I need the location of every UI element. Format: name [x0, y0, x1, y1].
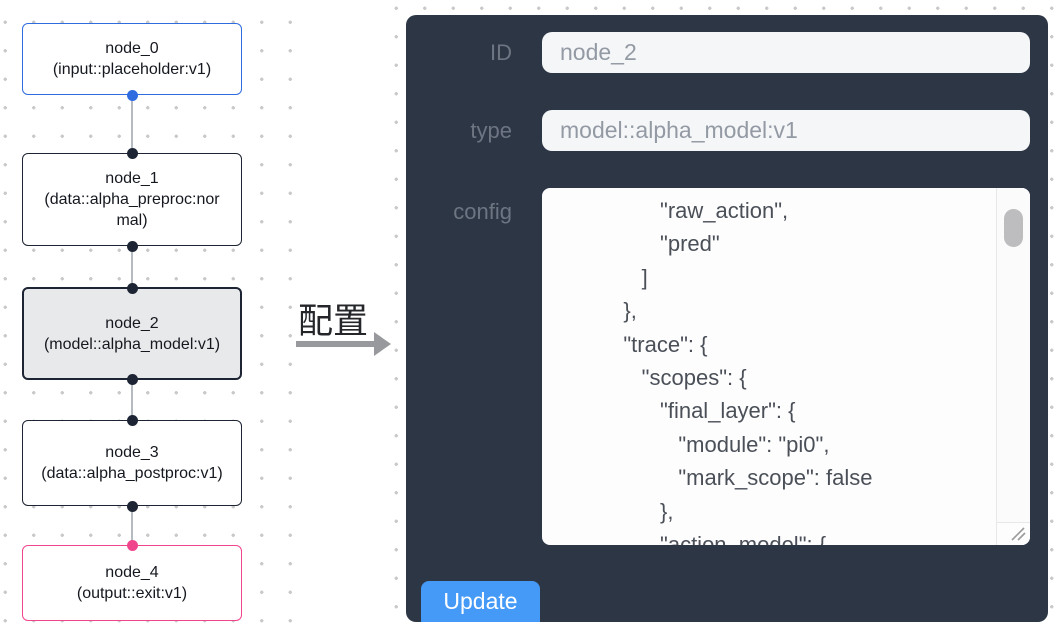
- config-scrollbar-track[interactable]: [996, 188, 1030, 522]
- id-input[interactable]: [542, 32, 1030, 73]
- input-port-icon[interactable]: [126, 147, 138, 159]
- node-title: node_4: [105, 564, 159, 581]
- output-port-icon[interactable]: [126, 373, 138, 385]
- right-arrow-icon: [296, 341, 374, 347]
- graph-node-node_4[interactable]: node_4 (output::exit:v1): [22, 539, 242, 621]
- node-label: node_0 (input::placeholder:v1): [38, 38, 226, 80]
- output-port-icon[interactable]: [126, 240, 138, 252]
- node-title: node_0: [105, 40, 159, 57]
- edge-node0-node1: [131, 95, 133, 153]
- type-field-label: type: [470, 118, 512, 143]
- edge-node1-node2: [131, 246, 133, 287]
- type-input[interactable]: [542, 110, 1030, 151]
- node-subtitle: (output::exit:v1): [76, 585, 188, 602]
- node-subtitle: (input::placeholder:v1): [52, 61, 212, 78]
- input-port-icon[interactable]: [126, 539, 138, 551]
- output-port-icon[interactable]: [126, 89, 138, 101]
- input-port-icon[interactable]: [126, 414, 138, 426]
- node-title: node_2: [105, 314, 159, 332]
- resize-handle-icon[interactable]: [1009, 526, 1027, 541]
- config-json-text: "raw_action", "pred" ] }, "trace": { "sc…: [623, 198, 873, 545]
- edge-node3-node4: [131, 506, 133, 545]
- config-scrollbar-thumb[interactable]: [1004, 209, 1023, 247]
- id-field-label: ID: [490, 40, 512, 65]
- output-port-icon[interactable]: [126, 500, 138, 512]
- node-subtitle: (model::alpha_model:v1): [43, 335, 221, 353]
- config-scrollbar-corner: [996, 522, 1030, 545]
- node-subtitle: (data::alpha_postproc:v1): [41, 465, 223, 482]
- update-button[interactable]: Update: [421, 581, 540, 622]
- config-field-label: config: [453, 199, 512, 224]
- node-label: node_3 (data::alpha_postproc:v1): [38, 442, 226, 484]
- node-label: node_2 (model::alpha_model:v1): [38, 313, 226, 355]
- graph-node-node_3[interactable]: node_3 (data::alpha_postproc:v1): [22, 414, 242, 512]
- graph-node-node_0[interactable]: node_0 (input::placeholder:v1): [22, 23, 242, 101]
- graph-node-node_1[interactable]: node_1 (data::alpha_preproc:normal): [22, 147, 242, 252]
- node-subtitle: (data::alpha_preproc:normal): [44, 191, 220, 229]
- config-textarea[interactable]: "raw_action", "pred" ] }, "trace": { "sc…: [542, 188, 1030, 545]
- graph-canvas: node_0 (input::placeholder:v1) node_1 (d…: [0, 0, 298, 643]
- node-config-panel: ID type config "raw_action", "pred" ] },…: [406, 15, 1048, 622]
- node-label: node_4 (output::exit:v1): [38, 562, 226, 604]
- graph-node-node_2-selected[interactable]: node_2 (model::alpha_model:v1): [22, 282, 242, 385]
- right-arrow-head-icon: [374, 332, 391, 356]
- node-title: node_1: [105, 170, 159, 187]
- input-port-icon[interactable]: [126, 282, 138, 294]
- node-label: node_1 (data::alpha_preproc:normal): [38, 168, 226, 231]
- edge-node2-node3: [131, 380, 133, 420]
- annotation-config-label: 配置: [298, 302, 369, 341]
- node-title: node_3: [105, 444, 159, 461]
